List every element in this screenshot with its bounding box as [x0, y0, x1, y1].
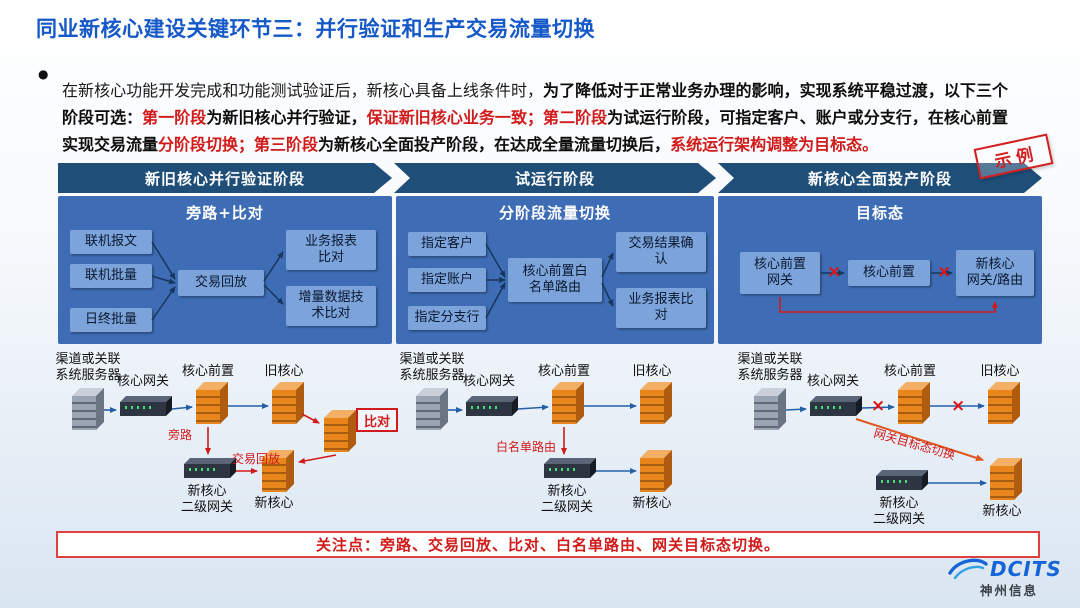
logo-brand: DCITS [990, 557, 1062, 581]
secondary-gateway-switch-icon [876, 476, 922, 490]
bullet-icon: ● [38, 67, 49, 81]
dcits-swoosh-icon [948, 558, 988, 580]
core-gateway-switch-icon [466, 402, 512, 416]
intro-segment: 在新核心功能开发完成和功能测试验证后，新核心具备上线条件时， [62, 81, 544, 100]
node-core-front: 核心前置 [848, 260, 930, 286]
intro-segment: 为了降低对于正常业务办理的影响，实现系统平稳过渡，以下三个阶段可选： [62, 81, 1008, 127]
old-core-label: 旧核心 [980, 364, 1020, 379]
core-front-label: 核心前置 [537, 364, 590, 379]
intro-segment: 为新核心全面投产阶段，在达成全量流量切换后， [318, 135, 671, 154]
logo: DCITS 神州信息 [948, 556, 1078, 599]
channel-server-label: 渠道或关联 系统服务器 [399, 352, 465, 383]
node-whitelist-routing: 核心前置白 名单路由 [508, 258, 602, 302]
x-cut-icon: × [871, 396, 886, 416]
core-gateway-switch-icon [810, 402, 856, 416]
page-title: 同业新核心建设关键环节三：并行验证和生产交易流量切换 [36, 17, 595, 41]
compare-server-icon [324, 418, 348, 452]
channel-server-icon [72, 396, 96, 430]
core-front-label: 核心前置 [883, 364, 936, 379]
panel-parallel-verification: 旁路+比对 联机报文 联机批量 日终批量 交易回放 业务报表 比对 增量数据技 … [58, 196, 392, 344]
diagram2-arrows [448, 403, 637, 474]
node-transaction-replay: 交易回放 [178, 270, 264, 296]
diagram1-arrows [104, 403, 337, 474]
x-cut-icon: × [827, 262, 842, 282]
node-newcore-gateway-route: 新核心 网关/路由 [956, 250, 1034, 296]
secondary-gateway-label: 新核心 二级网关 [872, 496, 925, 527]
gateway-target-switch-annotation: 网关目标态切换 [872, 426, 957, 463]
phase-header-trial: 试运行阶段 [394, 163, 716, 193]
secondary-gateway-label: 新核心 二级网关 [180, 484, 233, 515]
key-points-note: 关注点：旁路、交易回放、比对、白名单路由、网关目标态切换。 [56, 531, 1040, 558]
new-core-label: 新核心 [982, 504, 1022, 519]
old-core-server-icon [988, 390, 1012, 424]
new-core-label: 新核心 [632, 496, 672, 511]
phase-header-parallel: 新旧核心并行验证阶段 [58, 163, 392, 193]
replay-annotation: 交易回放 [232, 452, 281, 466]
new-core-server-icon [262, 458, 286, 492]
intro-segment: 系统运行架构调整为目标态。 [670, 135, 879, 154]
node-designated-customer: 指定客户 [408, 232, 486, 256]
secondary-gateway-switch-icon [544, 464, 590, 478]
channel-server-label: 渠道或关联 系统服务器 [737, 352, 803, 383]
old-core-server-icon [272, 390, 296, 424]
core-front-label: 核心前置 [181, 364, 234, 379]
intro-segment: 为新旧核心并行验证， [206, 108, 367, 127]
node-designated-account: 指定账户 [408, 268, 486, 292]
intro-segment: 为试运行阶段，可指定客户、账户或分支行，在核心前置实现交易流量 [62, 108, 1008, 154]
diagram3-arrows [785, 403, 987, 486]
channel-server-icon [416, 396, 440, 430]
old-core-server-icon [640, 390, 664, 424]
whitelist-annotation: 白名单路由 [496, 440, 557, 454]
channel-server-label: 渠道或关联 系统服务器 [55, 352, 121, 383]
old-core-label: 旧核心 [264, 364, 304, 379]
secondary-gateway-label: 新核心 二级网关 [540, 484, 593, 515]
x-cut-icon: × [951, 396, 966, 416]
intro-segment: 第二阶段 [543, 108, 608, 127]
node-incremental-data-compare: 增量数据技 术比对 [286, 286, 376, 326]
phase-header-production: 新核心全面投产阶段 [718, 163, 1042, 193]
node-online-message: 联机报文 [70, 230, 152, 254]
intro-segment: 第一阶段 [142, 108, 207, 127]
panel-title: 目标态 [855, 204, 904, 222]
new-core-label: 新核心 [254, 496, 294, 511]
node-core-front-gateway: 核心前置 网关 [740, 252, 820, 294]
panel-trial-run: 分阶段流量切换 指定客户 指定账户 指定分支行 核心前置白 名单路由 交易结果确… [396, 196, 714, 344]
core-gateway-switch-icon [120, 402, 166, 416]
node-online-batch: 联机批量 [70, 264, 152, 288]
logo-company: 神州信息 [980, 583, 1039, 598]
node-report-compare: 业务报表 比对 [286, 230, 376, 270]
node-eod-batch: 日终批量 [70, 308, 152, 332]
new-core-server-icon [640, 458, 664, 492]
x-cut-icon: × [937, 262, 952, 282]
core-gateway-label: 核心网关 [462, 374, 515, 389]
node-designated-branch: 指定分支行 [408, 306, 486, 330]
core-front-server-icon [196, 390, 220, 424]
channel-server-icon [754, 396, 778, 430]
intro-segment: 第三阶段 [254, 135, 319, 154]
new-core-server-icon [990, 466, 1014, 500]
panel-target-state: 目标态 核心前置 网关 核心前置 新核心 网关/路由 [718, 196, 1042, 344]
compare-annotation: 比对 [356, 408, 398, 432]
intro-segment: 保证新旧核心业务一致； [366, 108, 543, 127]
panel-title: 旁路+比对 [186, 204, 264, 222]
bypass-annotation: 旁路 [168, 428, 193, 442]
core-gateway-label: 核心网关 [806, 374, 859, 389]
secondary-gateway-switch-icon [184, 464, 230, 478]
panel-title: 分阶段流量切换 [498, 204, 611, 222]
core-front-server-icon [552, 390, 576, 424]
node-report-compare: 业务报表比 对 [616, 288, 706, 328]
intro-segment: 分阶段切换； [158, 135, 255, 154]
old-core-label: 旧核心 [632, 364, 672, 379]
core-gateway-label: 核心网关 [116, 374, 169, 389]
node-result-confirm: 交易结果确 认 [616, 232, 706, 272]
intro-paragraph: 在新核心功能开发完成和功能测试验证后，新核心具备上线条件时，为了降低对于正常业务… [62, 77, 1008, 158]
core-front-server-icon [898, 390, 922, 424]
